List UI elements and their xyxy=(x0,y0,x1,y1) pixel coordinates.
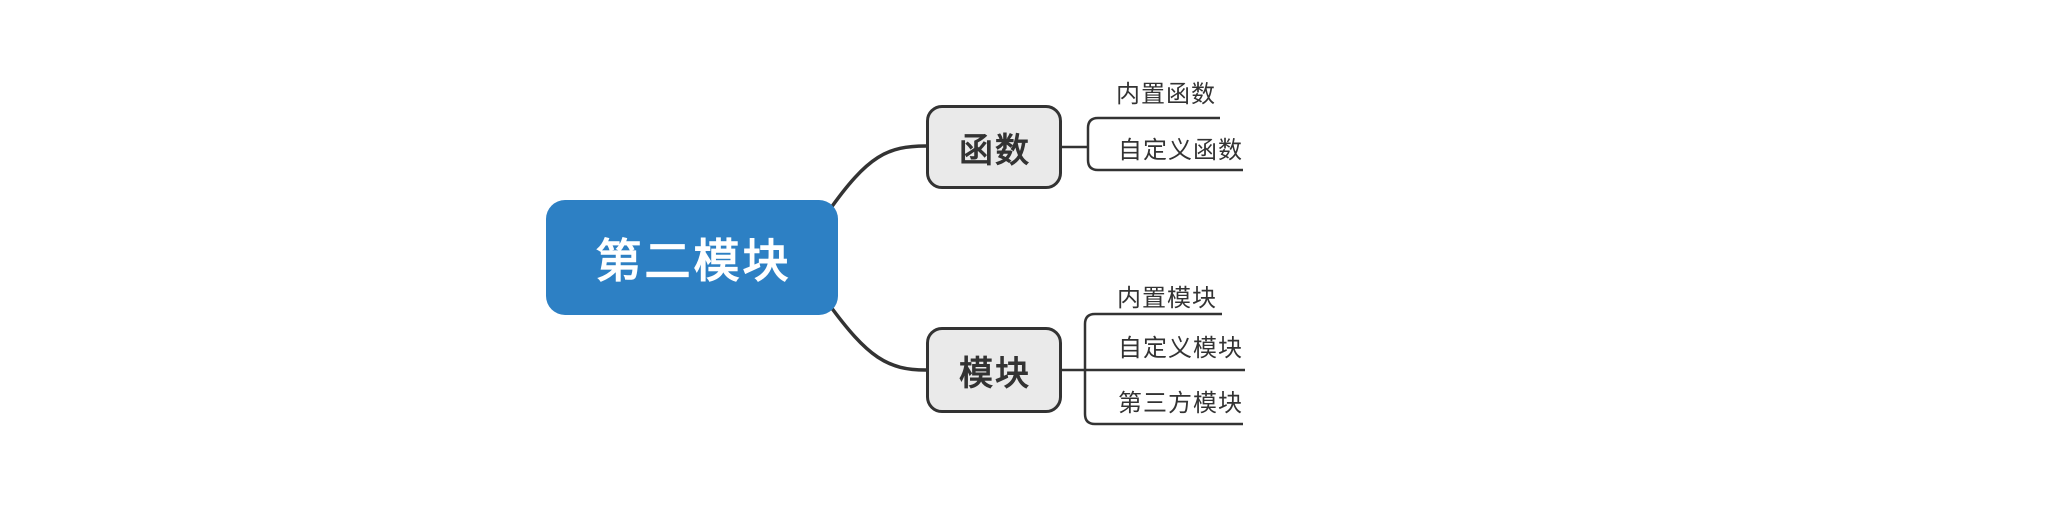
leaf-topic-builtin-functions[interactable]: 内置函数 xyxy=(1116,81,1216,108)
connector-leaf-builtin-functions xyxy=(1086,116,1220,147)
leaf-topic-custom-functions[interactable]: 自定义函数 xyxy=(1118,137,1243,164)
leaf-topic-custom-modules[interactable]: 自定义模块 xyxy=(1118,335,1243,362)
connector-root-to-functions xyxy=(826,144,927,214)
connector-leaf-builtin-modules xyxy=(1083,312,1222,370)
branch-topic-functions[interactable]: 函数 xyxy=(926,105,1062,189)
leaf-topic-thirdparty-modules[interactable]: 第三方模块 xyxy=(1118,390,1243,417)
branch-topic-functions-label: 函数 xyxy=(959,131,1031,170)
root-topic-label: 第二模块 xyxy=(595,234,792,287)
connector-leaf-custom-functions xyxy=(1086,147,1243,172)
connector-root-to-modules xyxy=(826,301,927,372)
root-topic[interactable]: 第二模块 xyxy=(546,200,838,315)
branch-topic-modules-label: 模块 xyxy=(959,354,1031,393)
connector-leaf-thirdparty-modules xyxy=(1083,370,1243,426)
leaf-topic-builtin-modules[interactable]: 内置模块 xyxy=(1117,285,1217,312)
branch-topic-modules[interactable]: 模块 xyxy=(926,327,1062,413)
